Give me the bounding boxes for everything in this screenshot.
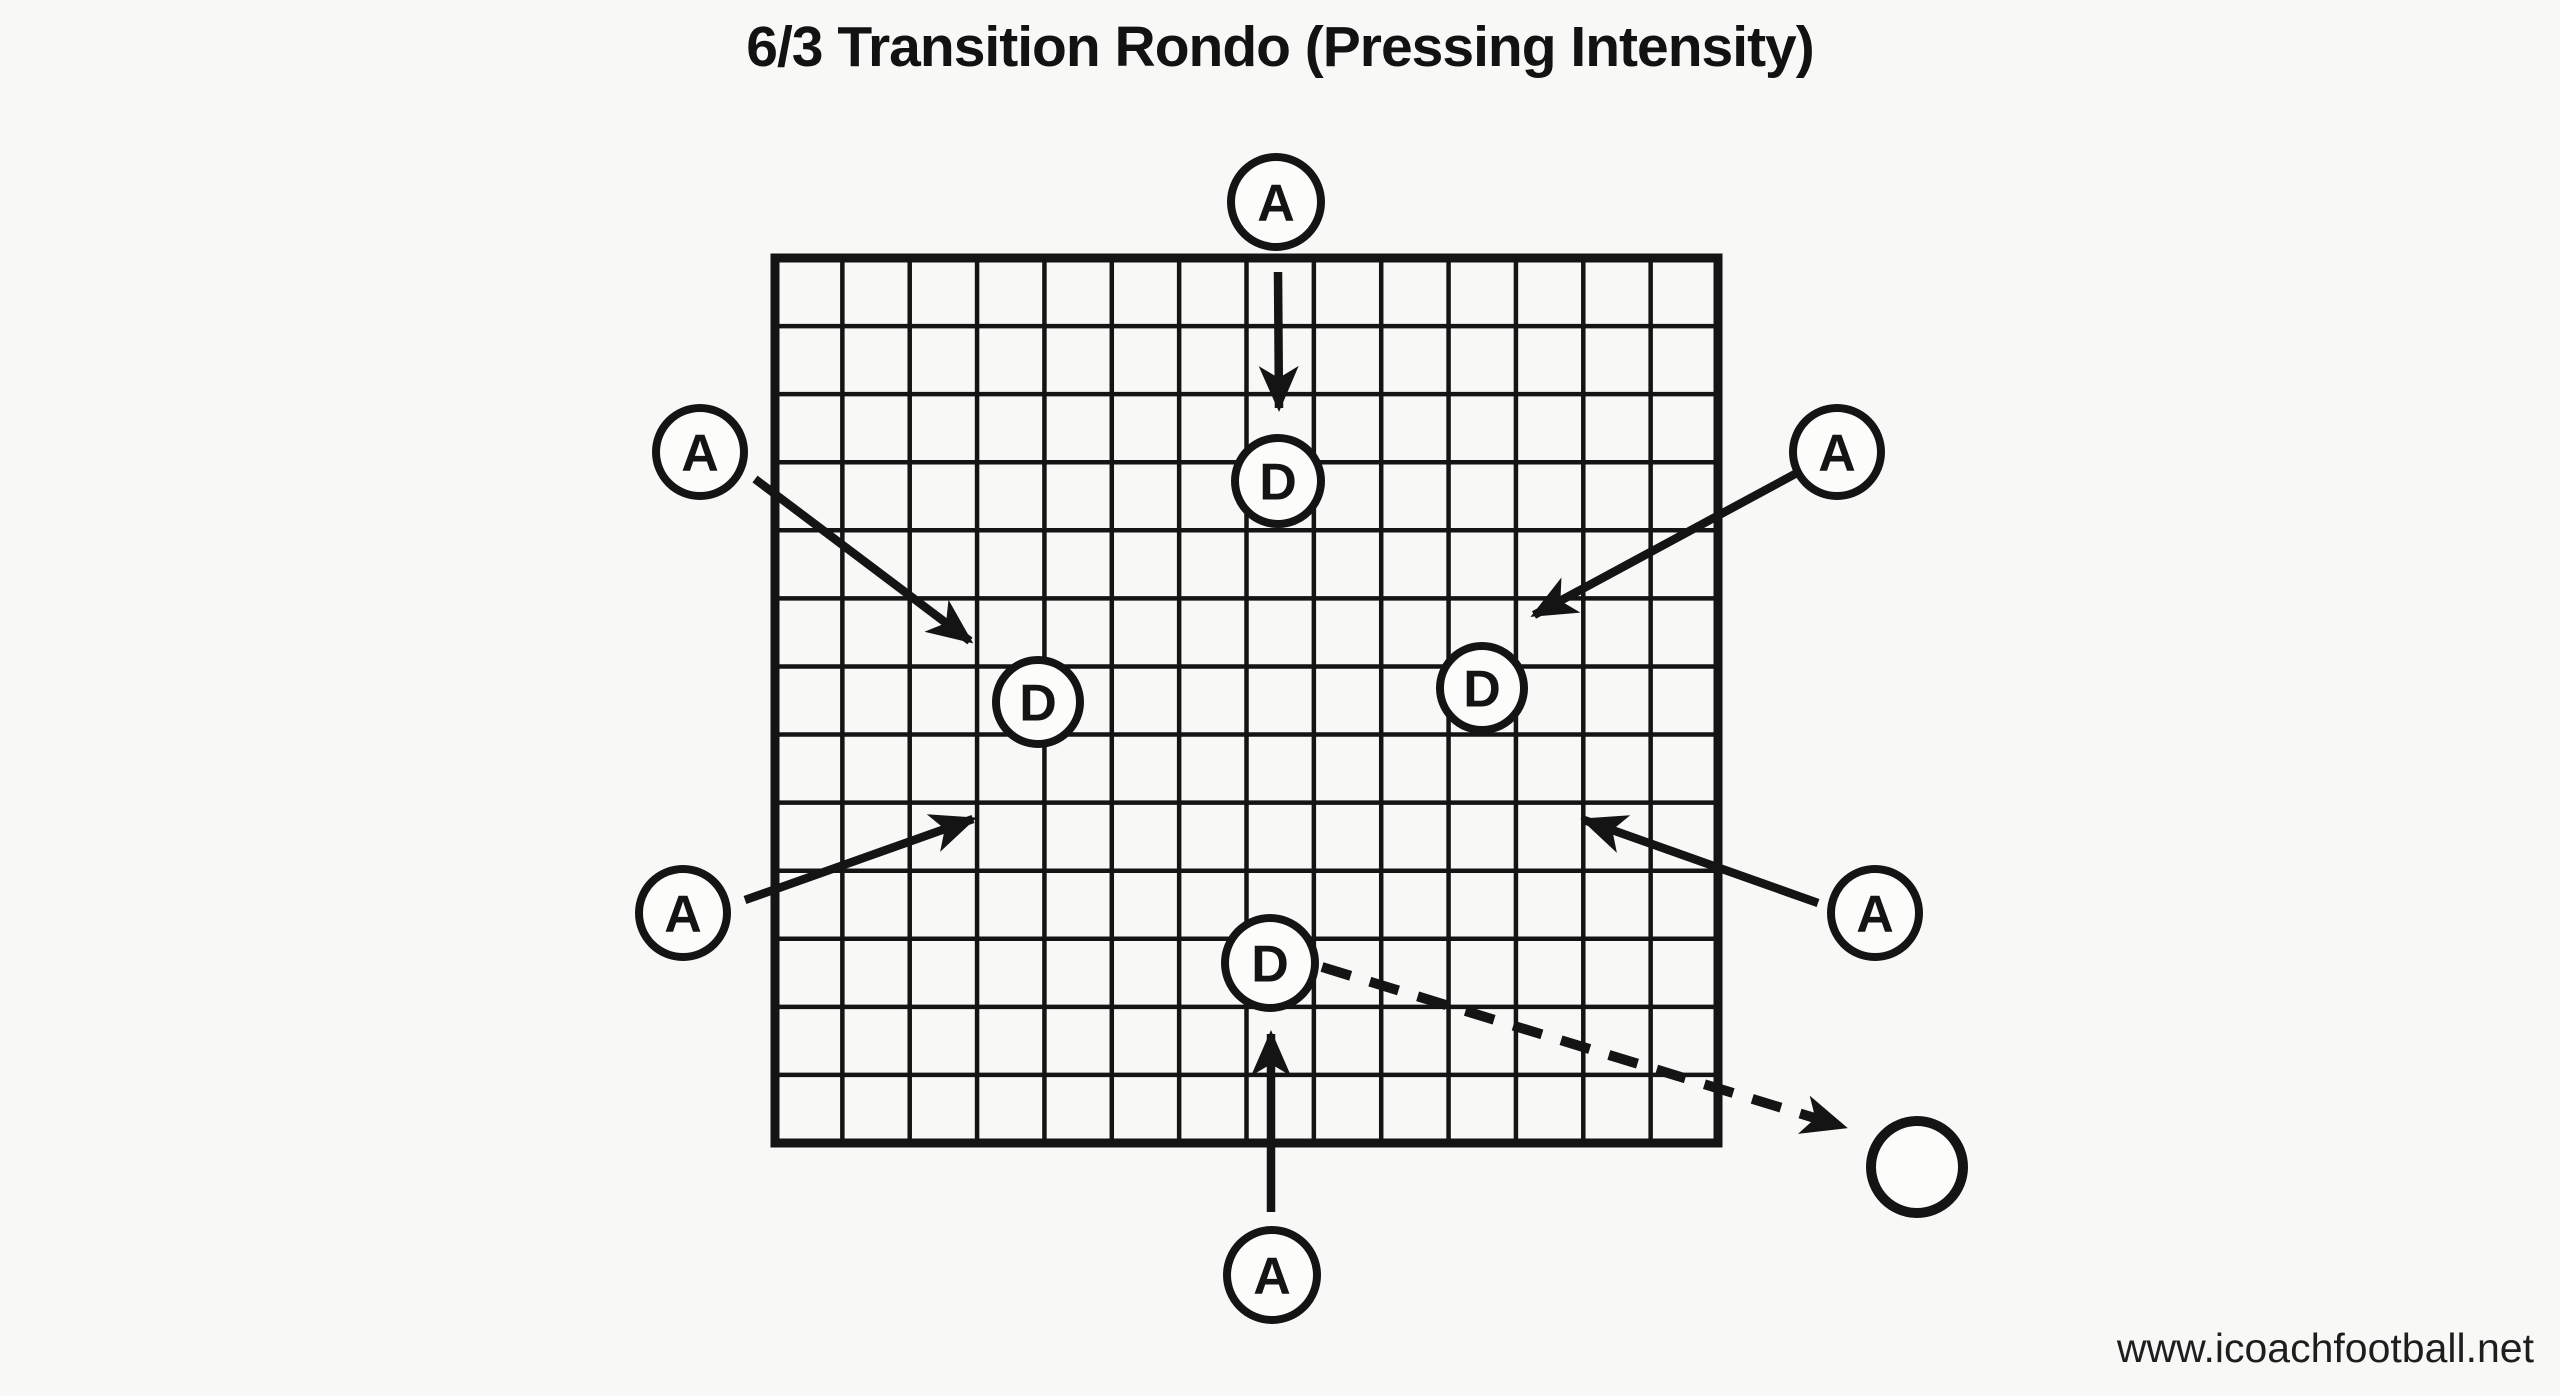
player-attacker-upper-left: A — [652, 404, 748, 500]
player-circle — [1789, 404, 1885, 500]
player-circle — [1827, 865, 1923, 961]
player-label: D — [1259, 454, 1297, 512]
player-label: A — [664, 886, 702, 944]
pass-defender-bottom-to-ball-arrow — [1320, 962, 1848, 1134]
player-circle — [1221, 914, 1319, 1012]
player-attacker-top: A — [1227, 153, 1325, 251]
player-defender-bottom: D — [1221, 914, 1319, 1012]
ball — [1866, 1116, 1968, 1218]
players-layer: A A A A A A D D D D — [635, 153, 1923, 1324]
run-attacker-lower-right-arrow — [1580, 815, 1820, 908]
page-title: 6/3 Transition Rondo (Pressing Intensity… — [746, 15, 1815, 79]
pitch-grid — [770, 253, 1723, 1148]
player-attacker-upper-right: A — [1789, 404, 1885, 500]
run-attacker-lower-left-arrow — [743, 814, 977, 905]
run-attacker-upper-right-arrow — [1530, 470, 1798, 619]
player-circle — [1227, 153, 1325, 251]
player-defender-top: D — [1231, 434, 1325, 528]
player-defender-right: D — [1436, 642, 1528, 734]
pitch-boundary — [770, 253, 1723, 1148]
player-attacker-lower-right: A — [1827, 865, 1923, 961]
run-attacker-top-arrow — [1258, 271, 1299, 412]
player-circle — [1231, 434, 1325, 528]
player-label: D — [1019, 675, 1057, 733]
run-attacker-upper-left-arrow — [752, 475, 974, 645]
player-attacker-lower-left: A — [635, 865, 731, 961]
player-label: A — [1257, 175, 1295, 233]
player-circle — [652, 404, 748, 500]
player-circle — [635, 865, 731, 961]
player-circle — [992, 656, 1084, 748]
player-label: A — [1253, 1248, 1291, 1306]
player-circle — [1436, 642, 1528, 734]
arrows-layer — [743, 271, 1848, 1212]
player-label: A — [1856, 886, 1894, 944]
player-attacker-bottom: A — [1223, 1226, 1321, 1324]
player-label: D — [1463, 661, 1501, 719]
player-label: D — [1251, 936, 1289, 994]
player-circle — [1223, 1226, 1321, 1324]
player-label: A — [681, 425, 719, 483]
watermark: www.icoachfootball.net — [2116, 1325, 2534, 1371]
player-label: A — [1818, 425, 1856, 483]
player-defender-left: D — [992, 656, 1084, 748]
